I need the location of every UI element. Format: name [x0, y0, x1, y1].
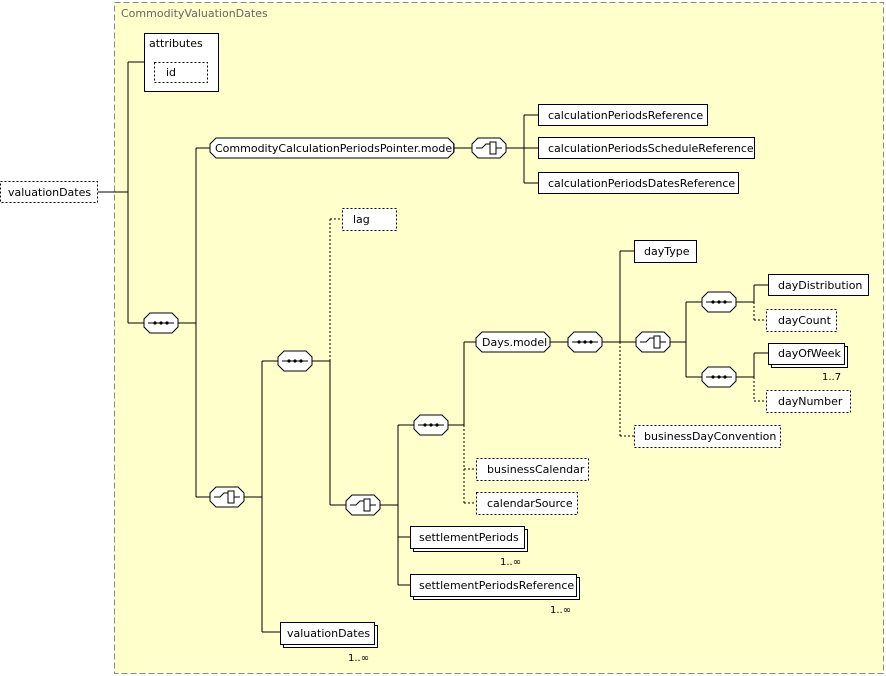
element-day-distribution[interactable] [768, 274, 869, 296]
element-day-number-label: dayNumber [778, 395, 843, 408]
element-calculation-periods-reference[interactable] [538, 104, 708, 126]
root-element-valuation-dates[interactable] [0, 181, 98, 203]
group-ccpp-model-label: CommodityCalculationPeriodsPointer.model [215, 142, 455, 155]
element-day-type-label: dayType [644, 245, 690, 258]
element-day-type[interactable] [634, 240, 697, 263]
element-settlement-periods-reference-label: settlementPeriodsReference [419, 579, 574, 592]
choice-compositor-day[interactable] [635, 331, 671, 353]
complex-type-title: CommodityValuationDates [121, 7, 268, 20]
choice-compositor-ccpp[interactable] [471, 137, 507, 159]
attribute-id[interactable] [154, 62, 208, 83]
sequence-compositor-days-model[interactable] [567, 331, 603, 353]
sequence-compositor-days[interactable] [413, 414, 449, 436]
element-day-of-week[interactable] [768, 343, 845, 365]
element-settlement-periods-reference[interactable] [410, 574, 577, 597]
element-day-of-week-label: dayOfWeek [778, 347, 842, 360]
element-calculation-periods-schedule-reference[interactable] [538, 137, 755, 159]
element-day-count[interactable] [766, 309, 837, 332]
group-days-model-label: Days.model [482, 336, 547, 349]
element-business-calendar-label: businessCalendar [487, 463, 585, 476]
element-calculation-periods-reference-label: calculationPeriodsReference [548, 109, 703, 122]
group-days-model[interactable] [475, 331, 551, 353]
element-business-calendar[interactable] [476, 458, 589, 481]
attribute-id-label: id [166, 66, 176, 79]
sequence-compositor-main[interactable] [143, 312, 179, 334]
element-valuation-dates-inner-label: valuationDates [287, 627, 370, 640]
attributes-header: attributes [149, 37, 203, 50]
element-settlement-periods-label: settlementPeriods [419, 531, 519, 544]
connector-lines [98, 61, 768, 633]
choice-compositor-main[interactable] [209, 486, 245, 508]
element-day-distribution-label: dayDistribution [778, 279, 862, 292]
multiplicity-day-of-week: 1..7 [822, 372, 841, 383]
multiplicity-settlement-periods-reference: 1..∞ [550, 605, 571, 616]
element-day-number[interactable] [766, 390, 851, 413]
multiplicity-settlement-periods: 1..∞ [500, 557, 521, 568]
multiplicity-valuation-dates-inner: 1..∞ [348, 653, 369, 664]
element-business-day-convention[interactable] [634, 425, 781, 448]
element-calendar-source[interactable] [476, 492, 578, 515]
element-calculation-periods-dates-reference[interactable] [538, 172, 739, 194]
element-calculation-periods-dates-reference-label: calculationPeriodsDatesReference [548, 177, 735, 190]
group-ccpp-model[interactable] [209, 137, 455, 159]
element-settlement-periods[interactable] [410, 526, 525, 549]
root-element-label: valuationDates [8, 186, 91, 199]
element-calculation-periods-schedule-reference-label: calculationPeriodsScheduleReference [548, 142, 754, 155]
sequence-compositor-distribution[interactable] [701, 291, 737, 313]
element-calendar-source-label: calendarSource [487, 497, 573, 510]
element-lag-label: lag [353, 213, 370, 226]
sequence-compositor-week[interactable] [701, 366, 737, 388]
sequence-compositor-lag[interactable] [277, 350, 313, 372]
element-lag[interactable] [342, 208, 397, 231]
choice-compositor-settlement[interactable] [345, 494, 381, 516]
element-day-count-label: dayCount [778, 314, 832, 327]
element-valuation-dates-inner[interactable] [280, 622, 375, 645]
element-business-day-convention-label: businessDayConvention [644, 430, 776, 443]
